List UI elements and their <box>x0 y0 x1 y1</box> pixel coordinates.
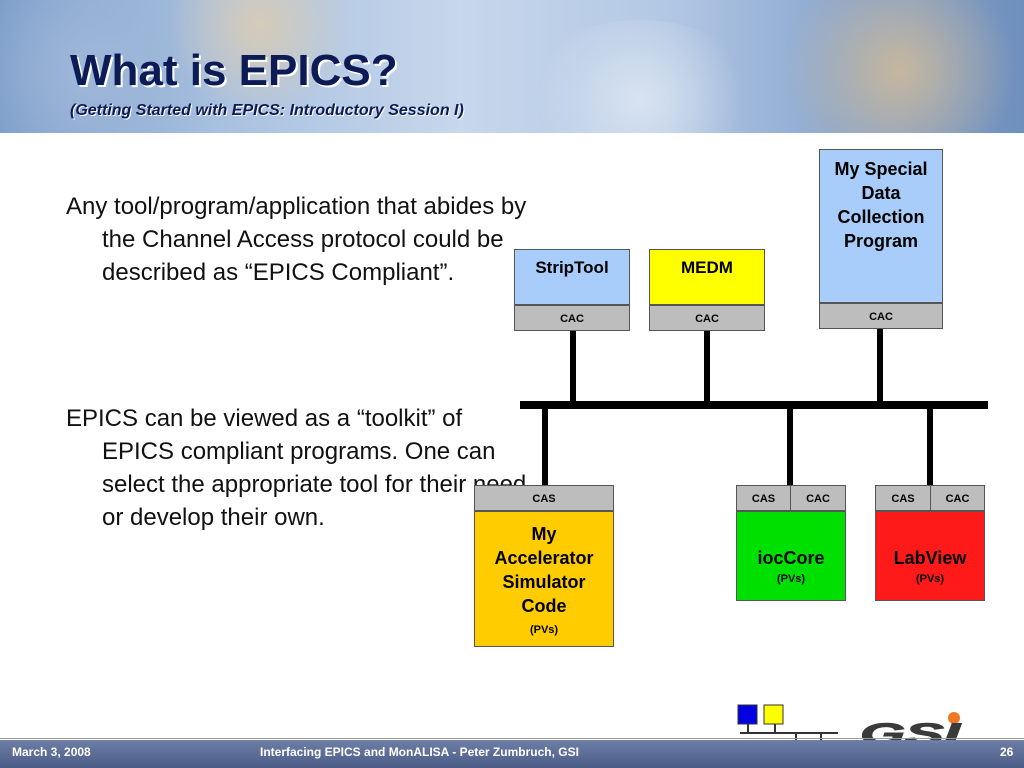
labview-pvs: (PVs) <box>915 573 945 585</box>
footer-divider <box>0 738 1024 739</box>
body-paragraph-1: Any tool/program/application that abides… <box>66 193 527 286</box>
simulator-label: My Accelerator Simulator Code <box>494 524 594 616</box>
channel-access-bus <box>520 401 988 409</box>
simulator-box: My Accelerator Simulator Code (PVs) <box>474 511 614 647</box>
striptool-cac: CAC <box>514 305 630 331</box>
footer-title: Interfacing EPICS and MonALISA - Peter Z… <box>260 745 579 759</box>
footer-bar <box>0 740 1024 768</box>
striptool-box: StripTool <box>514 249 630 305</box>
ioccore-cas: CAS <box>736 485 791 511</box>
special-data-collection-box: My Special Data Collection Program <box>819 149 943 303</box>
slide-subtitle: (Getting Started with EPICS: Introductor… <box>70 102 464 119</box>
ioccore-pvs: (PVs) <box>776 573 806 585</box>
bus-connector <box>570 330 576 402</box>
bus-connector <box>787 408 793 485</box>
simulator-pvs: (PVs) <box>529 624 559 636</box>
medm-label: MEDM <box>681 258 733 277</box>
simulator-cas: CAS <box>474 485 614 511</box>
medm-cac: CAC <box>649 305 765 331</box>
banner-decoration <box>520 20 760 133</box>
bus-connector <box>877 328 883 402</box>
bus-connector <box>704 330 710 402</box>
labview-label: LabView <box>893 548 967 568</box>
footer-date: March 3, 2008 <box>12 745 91 759</box>
page-number: 26 <box>1000 745 1014 759</box>
medm-box: MEDM <box>649 249 765 305</box>
slide-title: What is EPICS? <box>70 46 398 95</box>
special-data-collection-label: My Special Data Collection Program <box>834 159 928 251</box>
special-data-collection-cac: CAC <box>819 303 943 329</box>
ioccore-box: iocCore (PVs) <box>736 511 846 601</box>
ioccore-cac: CAC <box>790 485 846 511</box>
labview-cas: CAS <box>875 485 931 511</box>
header-banner: What is EPICS? (Getting Started with EPI… <box>0 0 1024 133</box>
labview-cac: CAC <box>930 485 985 511</box>
bus-connector <box>927 408 933 485</box>
striptool-label: StripTool <box>535 258 609 277</box>
labview-box: LabView (PVs) <box>875 511 985 601</box>
ioccore-label: iocCore <box>757 548 825 568</box>
banner-decoration <box>760 0 1024 133</box>
body-paragraph-2: EPICS can be viewed as a “toolkit” of EP… <box>66 405 527 531</box>
bus-connector <box>542 408 548 485</box>
